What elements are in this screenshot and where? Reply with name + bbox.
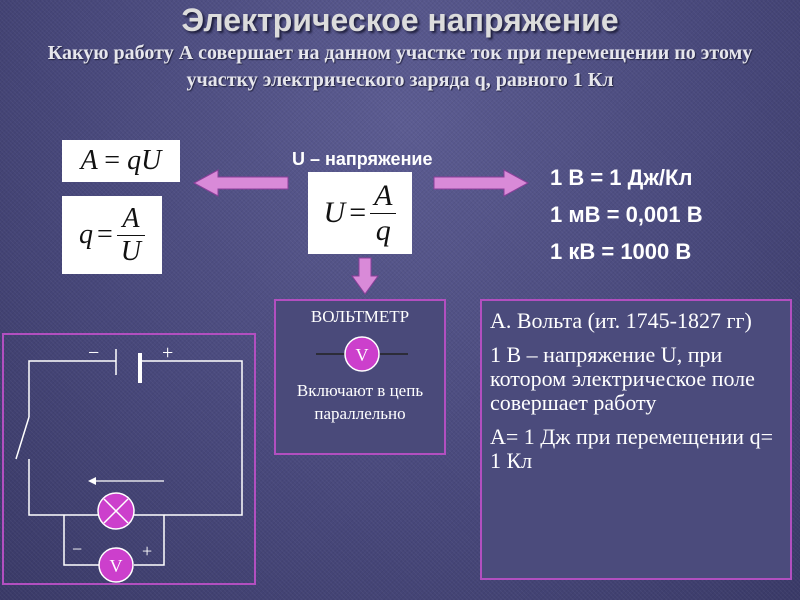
volta-text: А. Вольта (ит. 1745-1827 гг) 1 В – напря… (490, 309, 786, 483)
battery-plus-label: + (162, 342, 173, 364)
voltmeter-title: ВОЛЬТМЕТР (310, 307, 410, 326)
volta-item: 1 В – напряжение U, при котором электрич… (490, 342, 755, 415)
formula-charge-denominator: U (120, 235, 142, 267)
formula-work-rhs: qU (127, 145, 162, 176)
formula-voltage-lhs: U (323, 196, 346, 229)
fraction-bar (370, 212, 397, 214)
formula-work-eq: = (104, 145, 121, 176)
page-title: Электрическое напряжение (181, 2, 619, 38)
formula-voltage-numerator: A (374, 178, 393, 212)
formula-charge-eq: = (96, 219, 113, 250)
battery-minus-label: − (88, 342, 99, 364)
voltmeter-minus-label: − (72, 539, 82, 559)
arrow-left-icon (192, 169, 289, 197)
formula-voltage-panel: U = A q (308, 172, 412, 254)
units-list: 1 В = 1 Дж/Кл 1 мВ = 0,001 В 1 кВ = 1000… (550, 166, 790, 277)
arrow-right-icon (433, 169, 530, 197)
volta-item: А= 1 Дж при перемещении q= 1 Кл (490, 424, 773, 473)
voltmeter-description: Включают в цепь параллельно (296, 381, 424, 423)
unit-item: 1 В = 1 Дж/Кл (550, 165, 693, 190)
voltmeter-box: ВОЛЬТМЕТР V Включают в цепь параллельно (274, 299, 446, 455)
switch-icon (15, 416, 30, 460)
voltmeter-plus-label: + (142, 541, 152, 561)
circuit-diagram: − + V − + (2, 333, 256, 585)
formula-voltage-eq: = (349, 196, 367, 229)
formula-charge-lhs: q (78, 219, 93, 250)
formula-voltage: U = A q (324, 179, 397, 248)
formula-work: A = qU (81, 145, 162, 177)
question-text: Какую работу А совершает на данном участ… (47, 42, 753, 91)
formula-charge: q = A U (78, 202, 146, 268)
circuit-voltmeter-icon: V (98, 547, 134, 583)
formula-charge-panel: q = A U (62, 196, 162, 274)
formula-work-panel: A = qU (62, 140, 180, 182)
unit-item: 1 кВ = 1000 В (550, 239, 692, 264)
voltage-label: U – напряжение (292, 149, 433, 169)
circuit-voltmeter-label: V (110, 556, 123, 576)
lamp-icon (97, 492, 135, 530)
voltmeter-symbol-icon: V (316, 336, 408, 372)
circuit-schematic: − + V − + (15, 342, 243, 583)
formula-voltage-denominator: q (375, 213, 391, 247)
volta-box: А. Вольта (ит. 1745-1827 гг) 1 В – напря… (480, 299, 792, 580)
formula-voltage-fraction: A q (370, 178, 397, 248)
voltmeter-symbol-label: V (356, 345, 369, 365)
formula-work-lhs: A (80, 145, 98, 176)
volta-item: А. Вольта (ит. 1745-1827 гг) (490, 308, 752, 333)
unit-item: 1 мВ = 0,001 В (550, 202, 703, 227)
arrow-down-icon (351, 257, 379, 295)
formula-charge-fraction: A U (116, 202, 146, 268)
formula-charge-numerator: A (122, 202, 140, 234)
fraction-bar (116, 234, 146, 236)
